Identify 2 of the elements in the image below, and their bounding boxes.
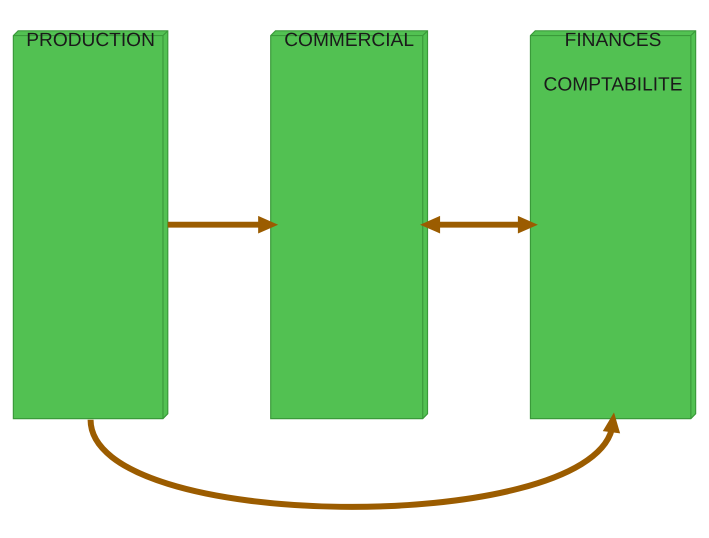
arrow <box>420 216 538 234</box>
arrow <box>168 216 278 234</box>
